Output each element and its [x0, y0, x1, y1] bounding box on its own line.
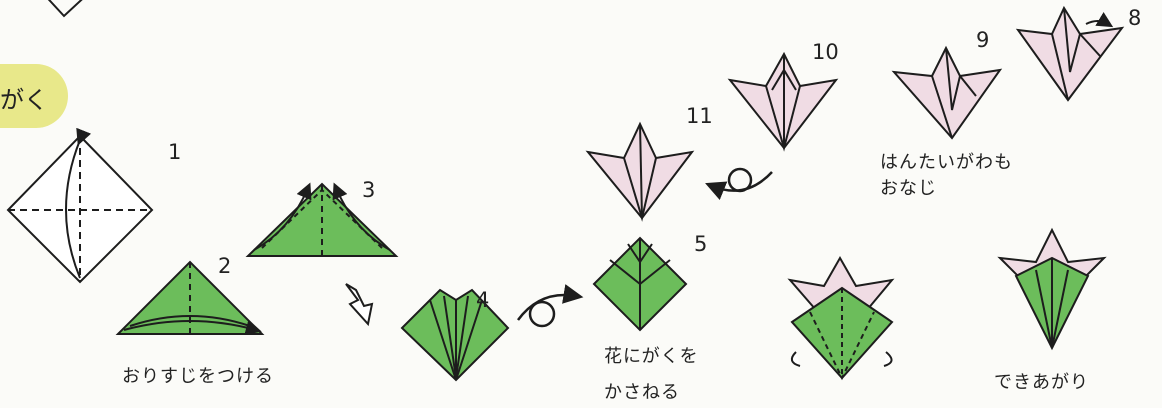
- step-number-5: 5: [694, 232, 707, 256]
- caption-overlay-line1: 花にがくを: [604, 342, 699, 368]
- step-number-8: 8: [1128, 6, 1141, 30]
- step8-diagram: [1018, 8, 1122, 100]
- step2-diagram: [118, 262, 262, 334]
- step1-diagram: [8, 136, 152, 282]
- arrow-3-to-4: [346, 284, 372, 324]
- step-number-11: 11: [686, 104, 713, 128]
- caption-done: できあがり: [994, 368, 1089, 394]
- partial-diagram-top: [40, 0, 92, 16]
- turn-over-icon-2: [712, 169, 772, 191]
- step-number-2: 2: [218, 254, 231, 278]
- step10-diagram: [730, 54, 836, 148]
- step-number-3: 3: [362, 178, 375, 202]
- overlay-diagram: [790, 258, 892, 378]
- caption-crease: おりすじをつける: [122, 362, 274, 388]
- step-number-10: 10: [812, 40, 839, 64]
- step-number-1: 1: [168, 140, 181, 164]
- turn-over-icon: [518, 295, 576, 326]
- step-number-9: 9: [976, 28, 989, 52]
- caption-same-line2: おなじ: [880, 174, 937, 200]
- step11-diagram: [588, 124, 692, 218]
- step-number-4: 4: [476, 288, 489, 312]
- caption-overlay-line2: かさねる: [604, 378, 680, 404]
- step5-diagram: [594, 238, 686, 330]
- caption-same-line1: はんたいがわも: [880, 148, 1013, 174]
- step9-diagram: [894, 48, 1000, 138]
- step4-diagram: [402, 290, 508, 380]
- finished-diagram: [1000, 230, 1104, 348]
